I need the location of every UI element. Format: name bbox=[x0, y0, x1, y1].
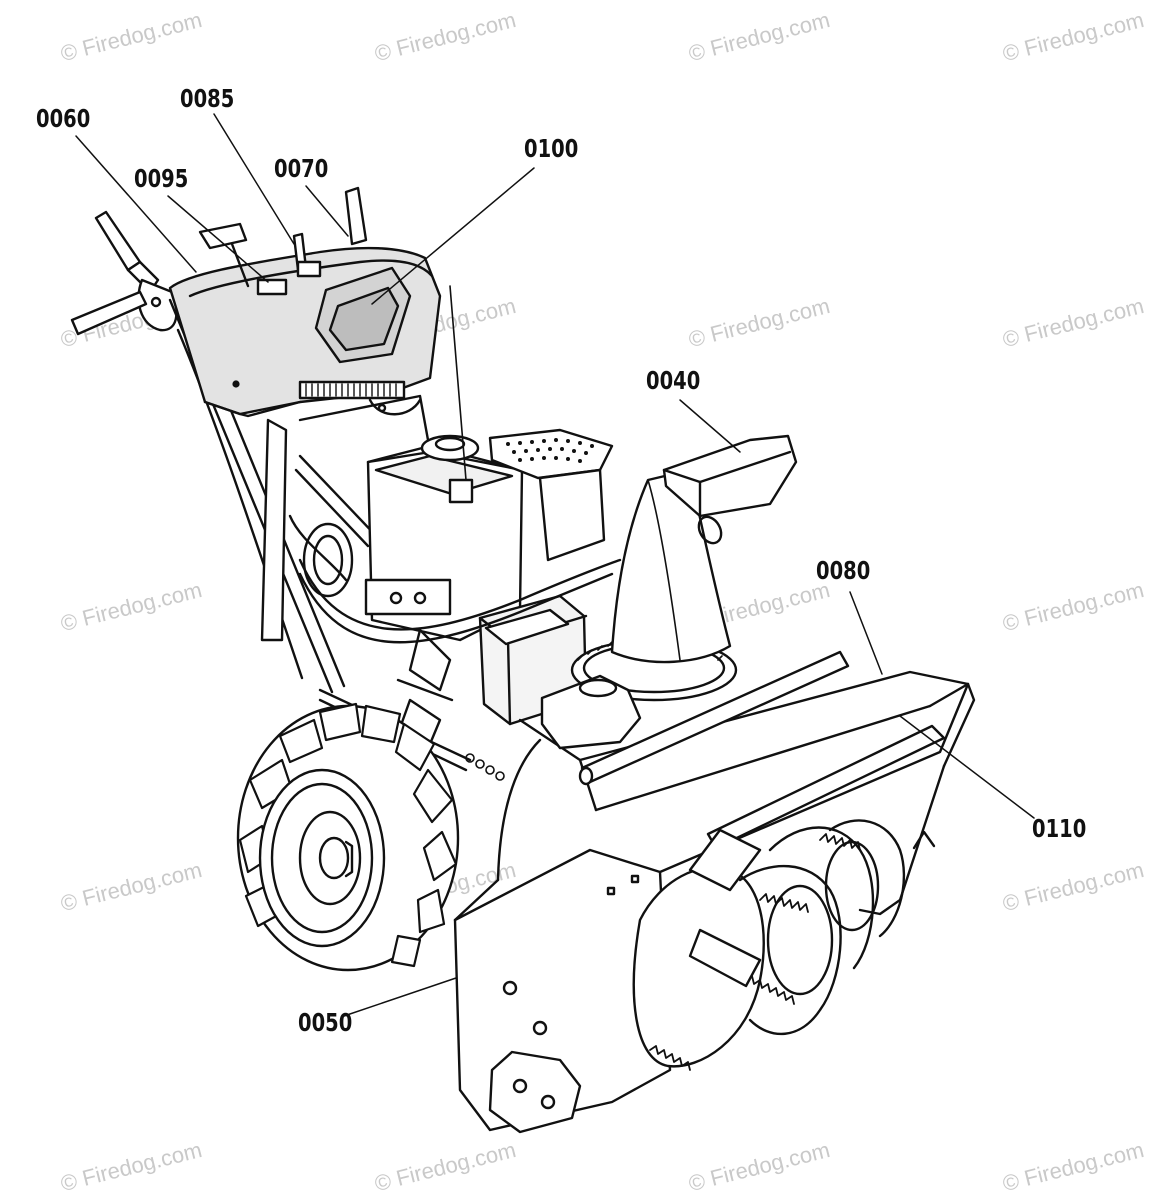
callout-0095: 0095 bbox=[134, 164, 189, 193]
drive-wheel bbox=[236, 702, 460, 972]
callout-0110: 0110 bbox=[1032, 814, 1087, 843]
auger-housing bbox=[453, 650, 976, 1134]
callout-0060: 0060 bbox=[36, 104, 91, 133]
callout-leaders bbox=[75, 113, 1035, 1017]
leader-0095 bbox=[167, 195, 269, 283]
callout-0040: 0040 bbox=[646, 366, 701, 395]
leader-0100 bbox=[371, 167, 535, 305]
dash-panel bbox=[168, 222, 442, 418]
callout-0100: 0100 bbox=[524, 134, 579, 163]
callout-0050: 0050 bbox=[298, 1008, 353, 1037]
callout-0085: 0085 bbox=[180, 84, 235, 113]
leader-0110 bbox=[899, 715, 1035, 819]
leader-0040 bbox=[679, 399, 741, 453]
leader-0060 bbox=[75, 135, 197, 273]
engine bbox=[298, 285, 622, 781]
auger bbox=[632, 819, 936, 1071]
leader-0085 bbox=[213, 113, 295, 245]
upper-frame bbox=[260, 394, 430, 642]
callout-0080: 0080 bbox=[816, 556, 871, 585]
leader-0050 bbox=[343, 977, 457, 1017]
callout-0070: 0070 bbox=[274, 154, 329, 183]
discharge-chute bbox=[540, 434, 798, 750]
leader-0080 bbox=[849, 591, 883, 675]
leader-0070 bbox=[305, 185, 349, 237]
